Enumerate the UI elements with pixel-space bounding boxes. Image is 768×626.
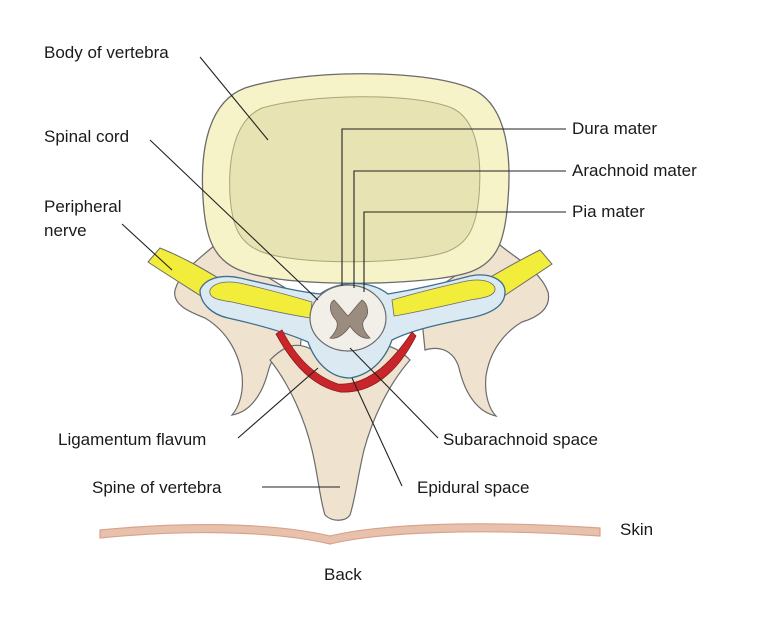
- leader-ligamentum-flavum: [237, 367, 319, 439]
- leader-dura-mater: [341, 128, 566, 286]
- label-body-of-vertebra: Body of vertebra: [44, 43, 169, 62]
- right-nerve-root: [391, 279, 496, 317]
- label-epidural-space: Epidural space: [417, 478, 529, 497]
- label-peripheral-nerve-1: Peripheral: [44, 197, 122, 216]
- body-of-vertebra: [201, 73, 510, 284]
- label-dura-mater: Dura mater: [572, 119, 657, 138]
- leader-arachnoid-mater: [353, 170, 566, 288]
- leader-subarachnoid-space: [349, 347, 439, 439]
- leader-spinal-cord: [149, 139, 319, 301]
- leader-body-of-vertebra: [199, 56, 269, 141]
- leader-lines: [121, 56, 566, 488]
- vertebral-body-inner: [229, 96, 481, 263]
- skin-line: [99, 523, 601, 545]
- ligamentum-flavum: [275, 329, 417, 393]
- label-pia-mater: Pia mater: [572, 202, 645, 221]
- leader-pia-mater: [363, 211, 566, 292]
- label-spine-of-vertebra: Spine of vertebra: [92, 478, 222, 497]
- label-subarachnoid-space: Subarachnoid space: [443, 430, 598, 449]
- grey-matter: [329, 299, 371, 339]
- spinal-cord: [309, 284, 387, 352]
- label-arachnoid-mater: Arachnoid mater: [572, 161, 697, 180]
- label-skin: Skin: [620, 520, 653, 539]
- label-peripheral-nerve-2: nerve: [44, 221, 87, 240]
- label-back: Back: [324, 565, 362, 584]
- leader-peripheral-nerve: [121, 223, 173, 271]
- label-ligamentum-flavum: Ligamentum flavum: [58, 430, 206, 449]
- label-spinal-cord: Spinal cord: [44, 127, 129, 146]
- labels: Body of vertebra Spinal cord Peripheral …: [44, 43, 697, 584]
- leader-epidural-space: [351, 377, 403, 487]
